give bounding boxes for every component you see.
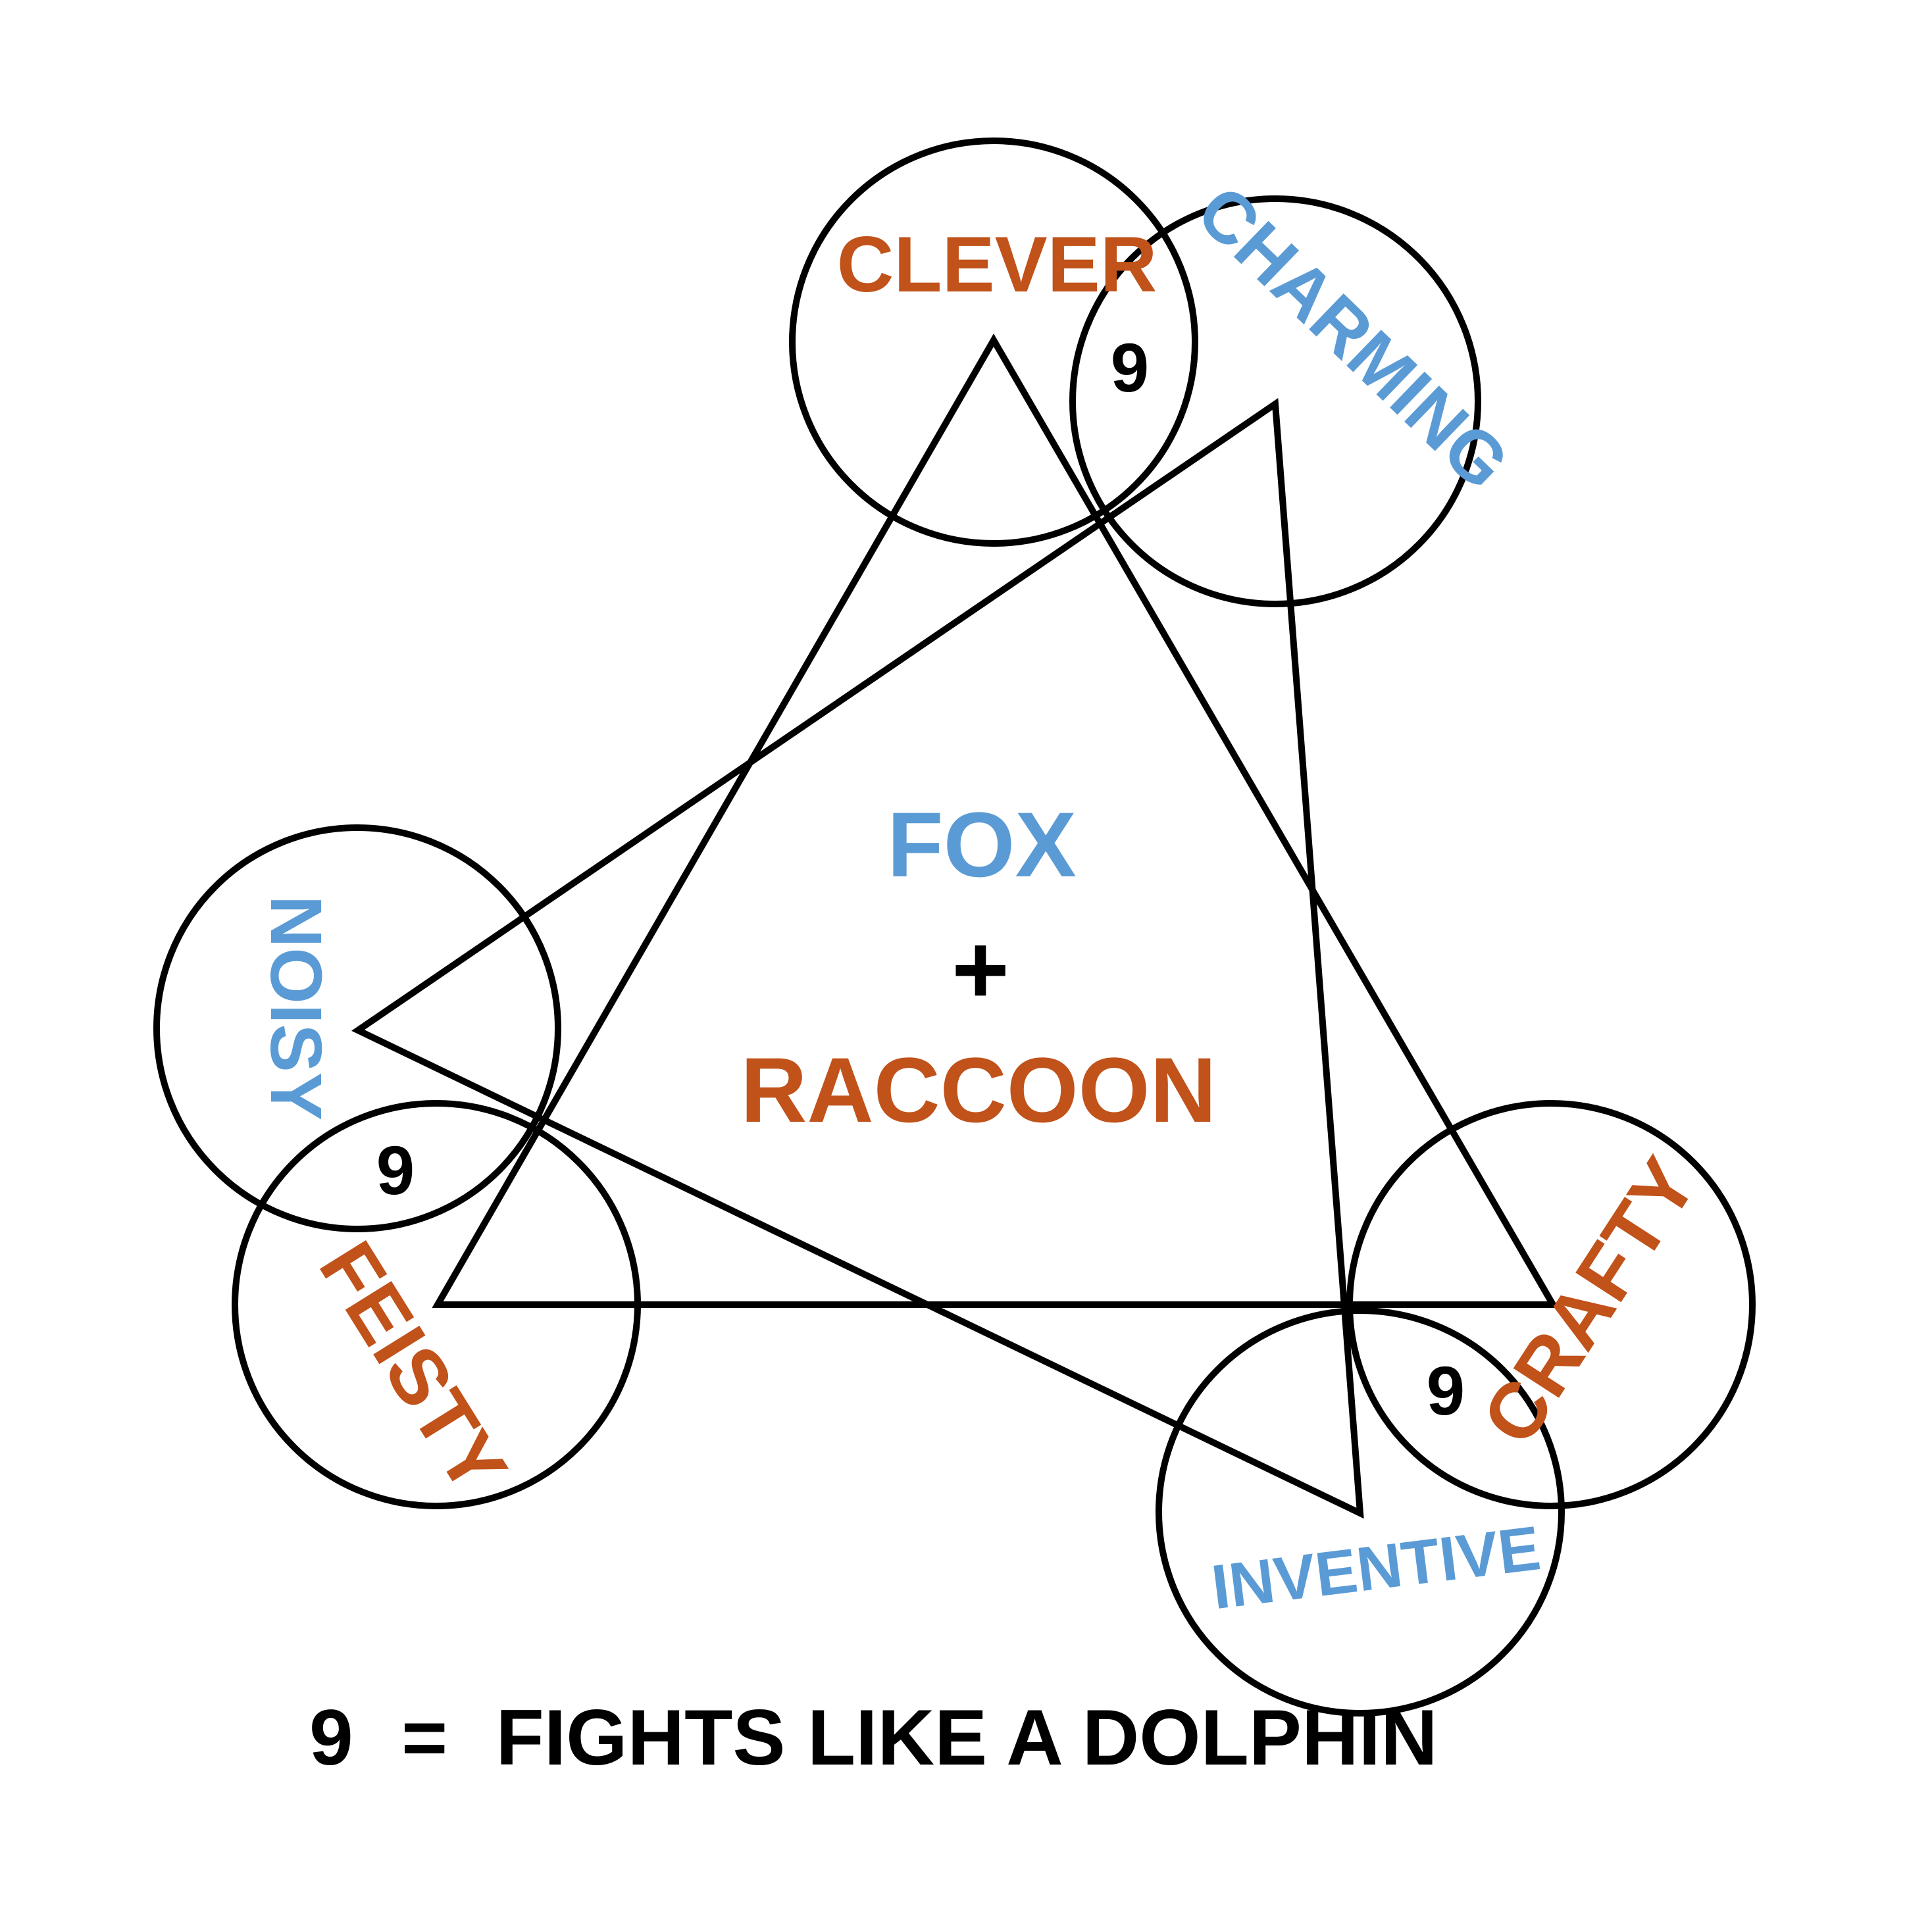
raccoon-triangle — [432, 334, 1559, 1308]
trait-inventive-label: INVENTIVE — [1208, 1513, 1544, 1622]
circle-noisy — [153, 824, 561, 1232]
trait-feisty-label: FEISTY — [303, 1227, 524, 1508]
trait-noisy-label: NOISY — [255, 895, 336, 1120]
trait-crafty-label: CRAFTY — [1465, 1143, 1714, 1459]
overlap-marker-left: 9 — [376, 1132, 415, 1209]
center-plus-sign: + — [952, 914, 1009, 1024]
circle-charming — [1069, 195, 1481, 607]
circle-crafty — [1346, 1100, 1756, 1509]
trait-clever-label: CLEVER — [837, 220, 1157, 309]
circle-clever — [789, 138, 1198, 547]
circle-inventive — [1156, 1307, 1565, 1717]
legend: 9 = FIGHTS LIKE A DOLPHIN — [309, 1693, 1438, 1782]
circle-feisty — [232, 1100, 641, 1509]
overlap-marker-top: 9 — [1111, 330, 1149, 407]
overlap-marker-right: 9 — [1427, 1353, 1465, 1430]
fox-triangle — [351, 397, 1364, 1519]
center-raccoon-label: RACCOON — [740, 1038, 1216, 1141]
legend-equals: = — [401, 1693, 447, 1782]
legend-text: FIGHTS LIKE A DOLPHIN — [496, 1693, 1438, 1782]
legend-symbol: 9 — [309, 1693, 353, 1782]
trait-charming-label: CHARMING — [1182, 170, 1525, 505]
center-fox-label: FOX — [887, 793, 1077, 896]
